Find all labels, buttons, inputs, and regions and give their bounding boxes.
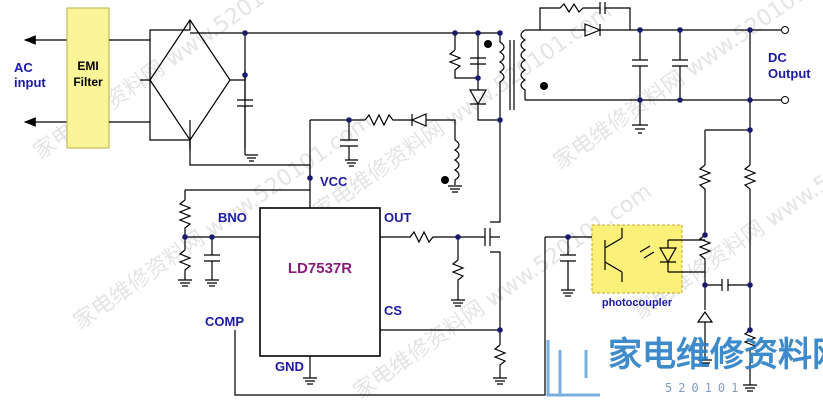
controller-ic: LD7537R VCC BNO OUT COMP CS GND xyxy=(205,174,412,374)
watermark-logo-text: 家电维修资料网 xyxy=(608,335,823,375)
wiring xyxy=(109,2,789,396)
emi-filter-label: EMI xyxy=(77,59,98,73)
watermark-logo: 家电维修资料网 520101 xyxy=(546,335,823,397)
photocoupler: photocoupler xyxy=(591,224,705,309)
pin-vcc-label: VCC xyxy=(320,174,348,189)
ac-input-label: AC xyxy=(14,60,33,75)
dc-output-label: DC xyxy=(768,50,787,65)
ic-label: LD7537R xyxy=(288,260,352,277)
ac-input-label: input xyxy=(14,75,46,90)
pin-gnd-label: GND xyxy=(275,359,304,374)
junction-dots xyxy=(182,27,753,333)
emi-filter-label: Filter xyxy=(73,75,103,89)
ac-input: AC input xyxy=(14,35,68,127)
dc-output-label: Output xyxy=(768,66,811,81)
logo-icon xyxy=(546,340,600,397)
pin-out-label: OUT xyxy=(384,210,412,225)
photocoupler-label: photocoupler xyxy=(602,297,673,309)
pin-bno-label: BNO xyxy=(218,210,247,225)
watermark-text: 家电维修资料网 www.520101.com xyxy=(309,0,617,225)
watermark-logo-url: 520101 xyxy=(665,381,744,395)
pin-comp-label: COMP xyxy=(205,314,244,329)
pin-cs-label: CS xyxy=(384,303,402,318)
emi-filter: EMI Filter xyxy=(66,7,110,149)
